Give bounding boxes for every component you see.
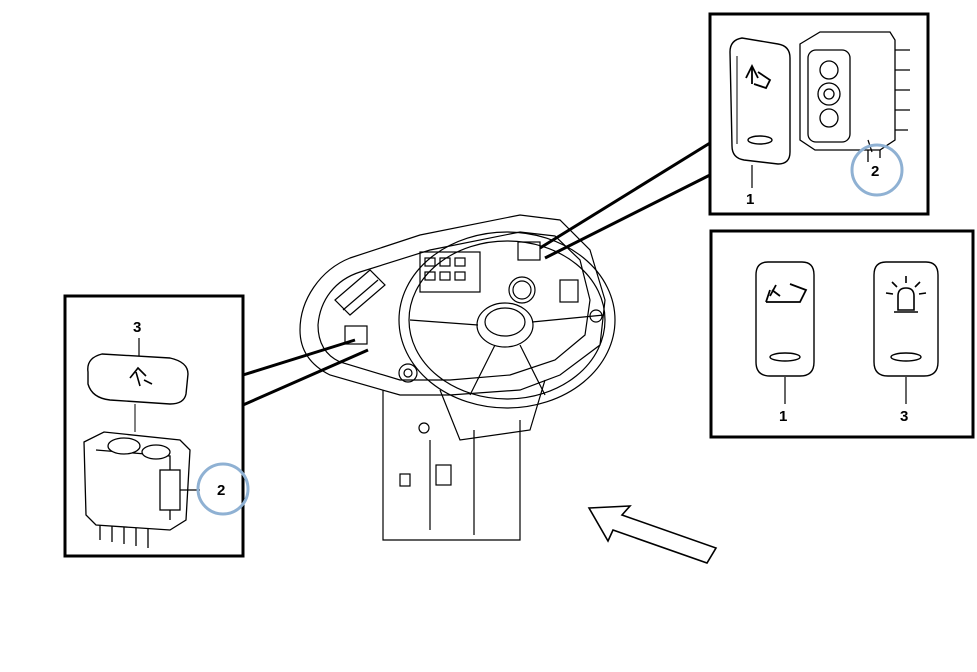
leader-lines: [242, 141, 711, 407]
label-3: 3: [133, 319, 141, 336]
console-illustration: [299, 214, 616, 541]
rocker-switch-cap-icon: [729, 37, 791, 165]
rocker-switch-cap-icon: [87, 353, 189, 405]
label-1: 1: [779, 408, 787, 425]
label-2: 2: [217, 482, 225, 499]
beacon-switch-cap: [873, 261, 939, 377]
callout-circle: [196, 462, 250, 516]
label-2: 2: [871, 163, 879, 180]
view-direction-arrow-icon: [587, 505, 718, 564]
tipper-switch-cap: [755, 261, 815, 377]
beacon-light-icon: [885, 276, 927, 313]
detail-box-left: 3 2: [63, 294, 250, 558]
detail-box-top-right: 1 2: [708, 12, 930, 216]
detail-box-right: 1 3: [709, 229, 975, 439]
rocker-switch-body-icon: [799, 31, 910, 162]
tipper-icon: [765, 283, 808, 303]
callout-circle: [850, 143, 904, 197]
rocker-switch-body-icon: [83, 431, 191, 548]
label-1: 1: [746, 191, 754, 208]
label-3: 3: [900, 408, 908, 425]
